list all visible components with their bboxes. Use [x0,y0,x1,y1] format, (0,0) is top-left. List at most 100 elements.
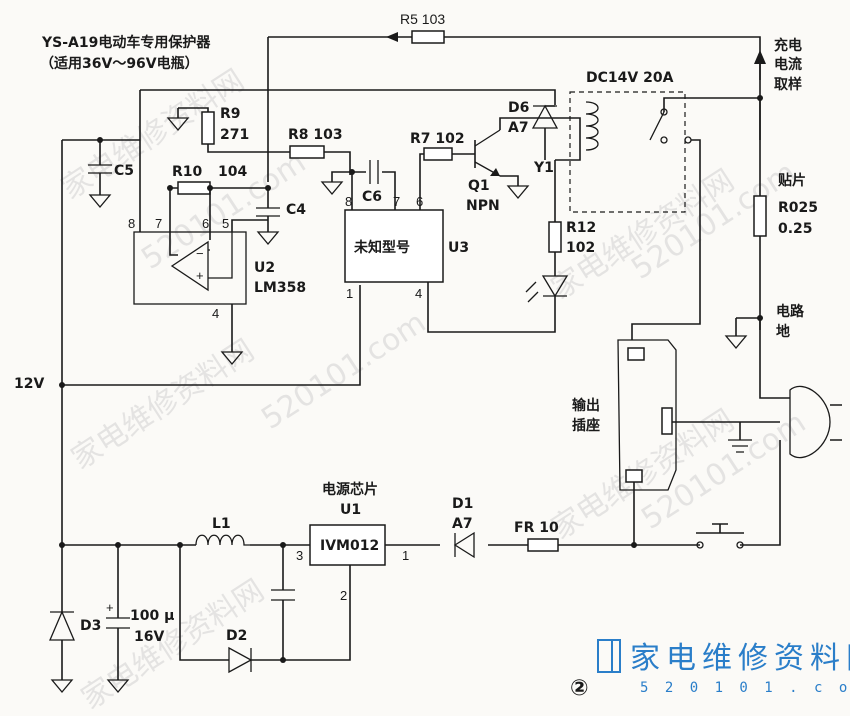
u2-model: LM358 [254,280,306,296]
u2-label: U2 [254,260,275,276]
resistor-r9 [201,111,215,145]
c4-label: C4 [286,202,306,218]
relay-coil [585,101,599,151]
c5-label: C5 [114,163,134,179]
pin5-wire [231,219,268,232]
arrow-up-icon [754,50,766,64]
led-indicator [541,275,569,298]
r7-label: R7 102 [410,131,465,147]
diode-d1 [453,531,475,559]
logo-text: 家电维修资料网 [630,641,850,676]
u1-model: IVM012 [320,538,379,554]
r7-wire [419,153,475,210]
plug-return-wire [740,440,781,546]
d6-label: D6 [508,100,529,116]
u1-pin2: 2 [340,588,347,603]
socket-label: 输出 [572,397,600,414]
charge-sense-label: 充电 [774,37,802,54]
ic-u1 [309,524,386,566]
switch-terminal [696,541,704,549]
fr-label: FR 10 [514,520,559,536]
fuse-resistor-fr [527,538,559,552]
logo-url: 5 2 0 1 0 1 . c o m [640,680,850,696]
d3-label: D3 [80,618,101,634]
r9-value: 271 [220,127,249,143]
ic-u2 [133,231,247,305]
relay-label: DC14V 20A [586,70,674,86]
feedback-wire [169,188,178,256]
led-rays [525,281,539,303]
charge-sense-label: 取样 [774,76,802,93]
switch-terminal [736,541,744,549]
figure-number: ② [570,676,589,701]
resistor-r5 [411,30,445,44]
q1-type: NPN [466,198,500,214]
circuit-subtitle: （适用36V～96V电瓶） [40,55,199,72]
junction-dot [59,382,65,388]
r12-label: R12 [566,220,596,236]
circuit-ground-label: 电路 [776,303,805,320]
u3-pin1: 1 [346,286,353,301]
r025-label: R025 [778,200,818,216]
top-bus-wire [140,89,556,105]
resistor-r7 [423,147,453,161]
u3-pin7: 7 [393,194,400,209]
watermark-text: 家电维修资料网 [75,573,270,716]
u2-pin8: 8 [128,216,135,231]
q1-label: Q1 [468,178,490,194]
u3-pin8: 8 [345,194,352,209]
cap-value: 100 μ [130,608,174,624]
ground-icon [220,351,244,366]
u3-pin4: 4 [415,286,422,301]
r12-value: 102 [566,240,595,256]
plug-wire [759,318,790,399]
u2-pin4: 4 [212,306,219,321]
diode-d2 [228,646,253,674]
ground-icon [724,335,748,350]
earth-ground-icon [728,439,752,453]
arrow-icon [490,168,500,176]
u2-pin7: 7 [155,216,162,231]
u1-label: U1 [340,502,361,518]
capacitor-c4 [256,207,280,217]
u3-label: U3 [448,240,469,256]
gnd-ref-wire [735,317,760,336]
cap-voltage: 16V [134,629,164,645]
circuit-title: YS-A19电动车专用保护器 [41,34,211,51]
d1-model: A7 [452,516,473,532]
output-socket [617,339,677,491]
u1-pin2-wire [251,565,351,661]
site-logo: 家电维修资料网 5 2 0 1 0 1 . c o m [597,639,850,696]
resistor-r8 [289,145,325,159]
r9-wire [178,107,209,112]
d2-label: D2 [226,628,247,644]
d6-wires [544,105,555,160]
vcc-12v-wire [62,285,361,386]
u2-pin6: 6 [202,216,209,231]
resistor-r025 [753,195,767,237]
d2-wire [179,545,229,661]
junction-dot [631,542,637,548]
opamp-inputs [208,232,233,279]
coil-wire [530,117,581,161]
smd-label: 贴片 [778,172,806,189]
power-chip-label: 电源芯片 [322,481,378,498]
push-switch [696,523,744,534]
ic-u3 [344,209,444,283]
diode-d6 [531,104,559,129]
ground-icon [256,231,280,246]
vcc-label: 12V [14,376,44,392]
ground-icon [506,185,530,200]
circuit-ground-label: 地 [776,323,790,340]
inductor-l1 [195,534,250,546]
led-return-wire [427,282,556,333]
junction-dot [280,657,286,663]
socket-pin [627,347,645,361]
contact-terminal [660,136,668,144]
socket-label: 插座 [572,417,600,434]
plug-prongs [830,404,842,441]
resistor-r12 [548,221,562,253]
ground-icon [50,679,74,694]
relay-contact [649,111,665,141]
